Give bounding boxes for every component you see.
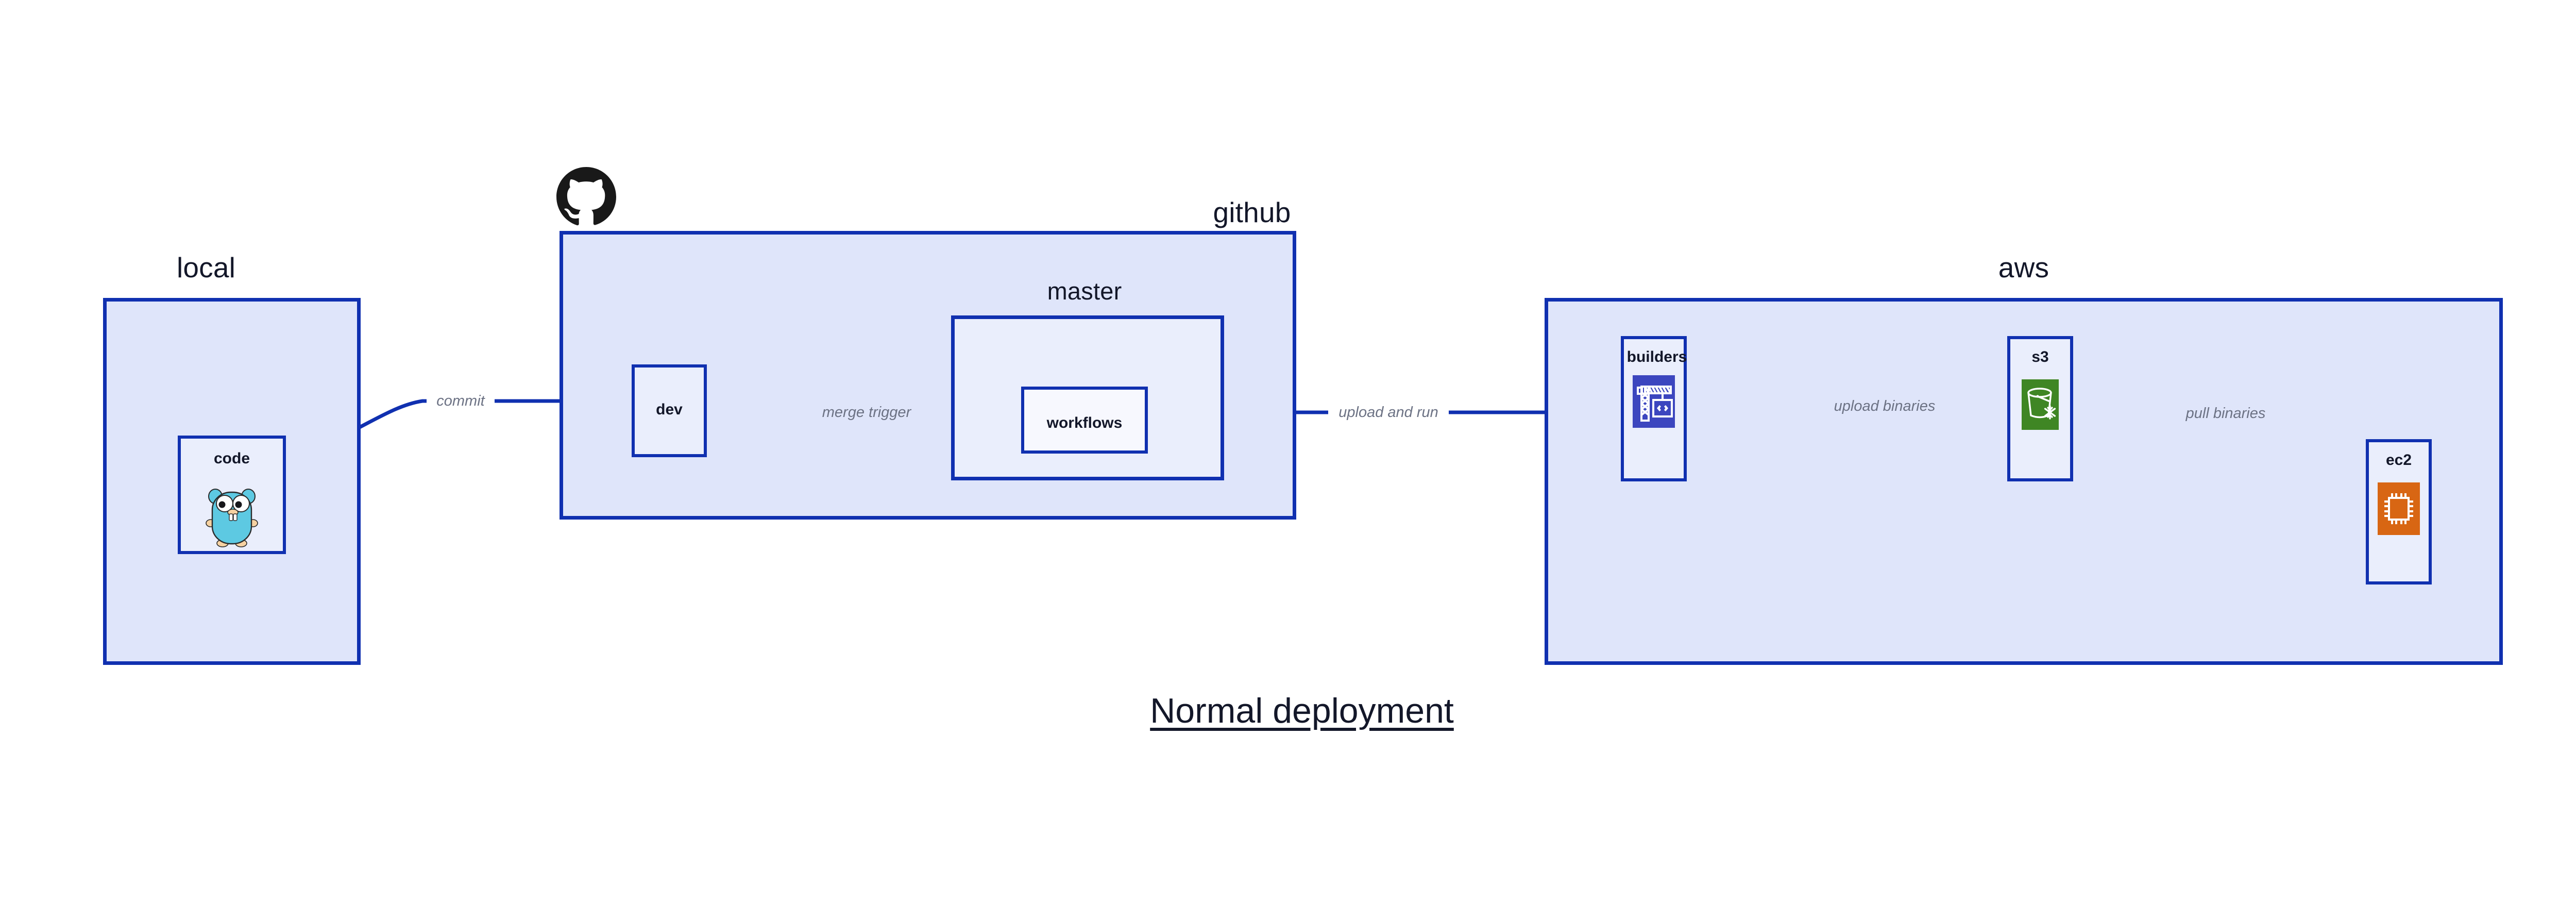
edge-label-mask-commit (427, 391, 495, 411)
node-box-workflows[interactable]: workflows (1021, 387, 1148, 454)
group-label-master: master (1047, 277, 1122, 305)
node-label-dev: dev (656, 401, 683, 418)
edge-label-mask-merge-trigger (817, 402, 916, 423)
node-label-builders: builders (1626, 348, 1687, 365)
aws-codebuild-icon (1633, 375, 1675, 428)
node-box-builders[interactable]: builders (1621, 336, 1687, 481)
edge-label-mask-upload-binaries (1824, 396, 1945, 416)
group-box-local (103, 298, 361, 665)
edge-label-commit: commit (436, 393, 485, 409)
edge-label-mask-pull-binaries (2175, 403, 2276, 425)
github-octocat-icon (555, 166, 617, 227)
node-label-code: code (213, 450, 250, 467)
edge-label-upload-binaries: upload binaries (1834, 398, 1936, 414)
aws-ec2-icon (2378, 482, 2420, 535)
edge-label-pull-binaries: pull binaries (2185, 405, 2266, 422)
node-box-code[interactable]: code (178, 436, 286, 554)
node-box-s3[interactable]: s3 (2007, 336, 2073, 481)
edge-label-merge-trigger: merge trigger (822, 404, 911, 421)
node-label-s3: s3 (2031, 348, 2049, 365)
diagram-title: Normal deployment (1150, 691, 1454, 730)
aws-s3-glacier-icon (2022, 379, 2059, 430)
group-label-aws: aws (1998, 252, 2049, 283)
edge-label-upload-and-run: upload and run (1338, 404, 1438, 421)
edge-label-mask-upload-and-run (1328, 402, 1449, 423)
group-label-github: github (1213, 196, 1291, 228)
node-box-ec2[interactable]: ec2 (2366, 439, 2432, 584)
node-label-workflows: workflows (1046, 414, 1123, 431)
node-label-ec2: ec2 (2385, 452, 2412, 469)
group-label-local: local (176, 252, 236, 283)
go-gopher-icon (202, 481, 262, 548)
node-box-dev[interactable]: dev (632, 364, 707, 457)
